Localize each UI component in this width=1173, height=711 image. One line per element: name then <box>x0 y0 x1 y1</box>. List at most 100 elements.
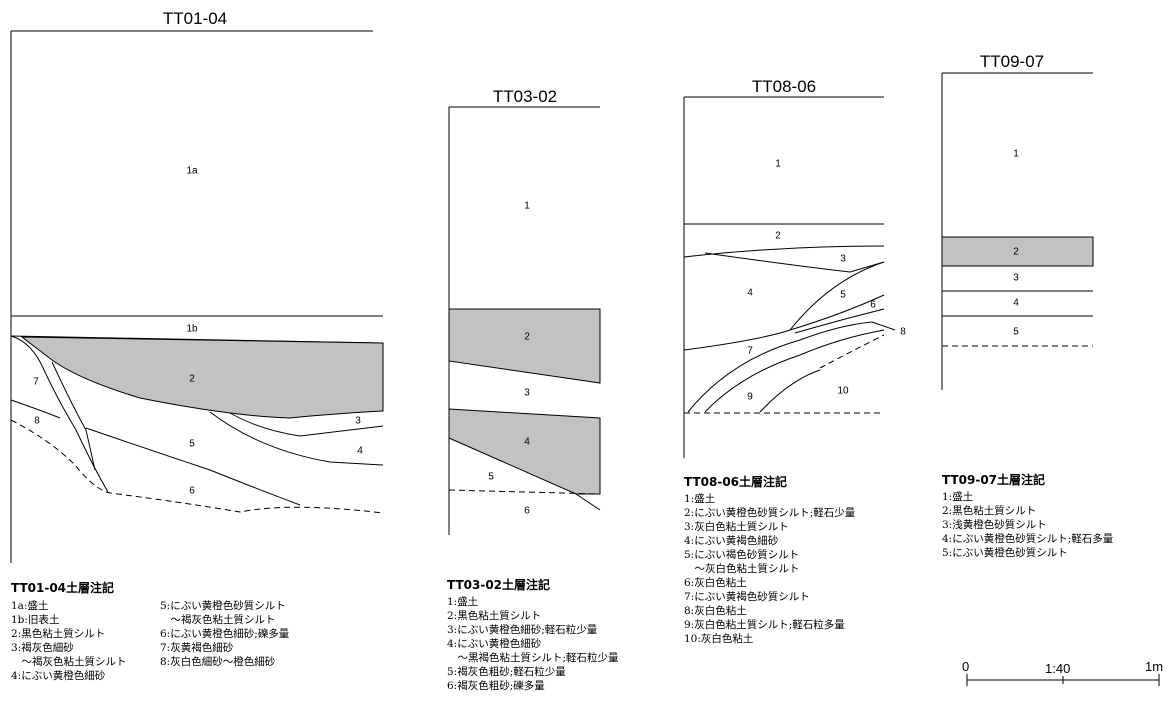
note-line: 1:盛土 <box>447 595 478 608</box>
layer-label: 2 <box>1013 247 1019 258</box>
layer-boundary <box>51 361 96 471</box>
layer-boundary <box>704 329 885 413</box>
note-line: 9:灰白色粘土質シルト;軽石粒多量 <box>684 618 845 631</box>
layer-label: 3 <box>1013 273 1019 284</box>
layer-label: 1 <box>524 201 530 212</box>
layer-boundary-dashed <box>10 419 384 514</box>
layer-label: 3 <box>355 416 361 427</box>
layer-boundary-dashed <box>819 334 885 369</box>
section-title: TT09-07 <box>980 52 1044 71</box>
note-line: 8:灰白色細砂～橙色細砂 <box>160 655 276 668</box>
note-line: 5:にぶい黄橙色砂質シルト <box>160 599 286 612</box>
layer-boundary <box>683 245 885 258</box>
note-line: 2:黒色粘土質シルト <box>11 627 105 640</box>
layer-label: 3 <box>840 254 846 265</box>
section-title: TT03-02 <box>493 87 557 106</box>
layer-label: 7 <box>33 377 39 388</box>
note-line: 4:にぶい黄橙色細砂 <box>11 669 106 682</box>
note-line: 4:にぶい黄橙色砂質シルト;軽石多量 <box>942 532 1114 545</box>
scale-start-label: 0 <box>962 659 969 674</box>
section-tt08-06: TT08-06 1 2 3 4 5 6 7 8 9 10 TT08-06土層注記… <box>683 77 906 645</box>
note-line: 1b:旧表土 <box>11 613 59 626</box>
layer-label: 5 <box>840 290 846 301</box>
layer-label: 4 <box>357 446 363 457</box>
layer-label: 4 <box>747 288 753 299</box>
layer-label: 6 <box>870 300 876 311</box>
layer-label: 1 <box>775 159 781 170</box>
note-line: 7:にぶい黄褐色砂質シルト <box>684 590 810 603</box>
note-line: 1a:盛土 <box>11 599 48 612</box>
layer-label: 6 <box>189 486 195 497</box>
note-line: 6:灰白色粘土 <box>684 576 747 589</box>
layer-label: 2 <box>775 231 781 242</box>
layer-label: 10 <box>837 386 849 397</box>
layer-label: 8 <box>900 327 906 338</box>
layer-4-shaded <box>448 408 601 495</box>
note-line: 2:にぶい黄橙色砂質シルト;軽石少量 <box>684 506 856 519</box>
notes-list: 1:盛土 2:黒色粘土質シルト 3:浅黄橙色砂質シルト 4:にぶい黄橙色砂質シル… <box>942 490 1114 559</box>
note-line: 2:黒色粘土質シルト <box>942 504 1036 517</box>
layer-boundary-dashed <box>448 489 601 495</box>
notes-column-1: 1a:盛土 1b:旧表土 2:黒色粘土質シルト 3:褐灰色細砂 ～褐灰色粘土質シ… <box>11 599 127 682</box>
section-title: TT08-06 <box>752 77 816 96</box>
layer-boundary <box>575 493 601 511</box>
note-line: 2:黒色粘土質シルト <box>447 609 541 622</box>
note-line: 3:にぶい黄橙色細砂;軽石粒少量 <box>447 623 598 636</box>
layer-label: 2 <box>524 332 530 343</box>
note-line: 4:にぶい黄褐色細砂 <box>684 534 779 547</box>
layer-boundary <box>704 252 885 273</box>
note-line: 3:浅黄橙色砂質シルト <box>942 518 1047 531</box>
scale-ratio-label: 1:40 <box>1045 661 1070 676</box>
layer-2-shaded <box>448 308 601 384</box>
layer-label: 5 <box>488 472 494 483</box>
note-line: 4:にぶい黄橙色細砂 <box>447 637 542 650</box>
note-line: 10:灰白色粘土 <box>684 632 753 645</box>
note-line: 8:灰白色粘土 <box>684 604 747 617</box>
note-line: 1:盛土 <box>942 490 973 503</box>
layer-label: 5 <box>1013 327 1019 338</box>
note-line: 3:灰白色粘土質シルト <box>684 520 789 533</box>
layer-label: 2 <box>189 374 195 385</box>
leader-line <box>871 321 896 331</box>
note-line: ～黒褐色粘土質シルト;軽石粒少量 <box>447 651 619 664</box>
layer-label: 6 <box>524 506 530 517</box>
layer-boundary <box>209 411 384 466</box>
notes-title: TT03-02土層注記 <box>447 577 550 592</box>
layer-label: 7 <box>747 346 753 357</box>
note-line: 6:にぶい黄橙色細砂;礫多量 <box>160 627 290 640</box>
layer-boundary <box>759 369 821 413</box>
layer-label: 4 <box>1013 298 1019 309</box>
notes-title: TT09-07土層注記 <box>942 472 1045 487</box>
notes-column-2: 5:にぶい黄橙色砂質シルト ～褐灰色粘土質シルト 6:にぶい黄橙色細砂;礫多量 … <box>160 599 290 668</box>
note-line: 7:灰黄褐色細砂 <box>160 641 234 654</box>
section-tt01-04: TT01-04 1a 1b 2 3 4 5 6 7 8 TT01-04土層注記 … <box>10 9 384 682</box>
section-title: TT01-04 <box>163 9 227 28</box>
layer-label: 9 <box>747 392 753 403</box>
note-line: 6:褐灰色粗砂;礫多量 <box>447 679 545 692</box>
scale-bar: 0 1:40 1m <box>962 659 1163 686</box>
notes-list: 1:盛土 2:黒色粘土質シルト 3:にぶい黄橙色細砂;軽石粒少量 4:にぶい黄橙… <box>447 595 619 692</box>
layer-label: 4 <box>524 437 530 448</box>
layer-label: 5 <box>189 439 195 450</box>
scale-end-label: 1m <box>1145 659 1163 674</box>
section-tt03-02: TT03-02 1 2 3 4 5 6 TT03-02土層注記 1:盛土 2:黒… <box>447 87 619 692</box>
note-line: ～褐灰色粘土質シルト <box>11 655 127 668</box>
layer-boundary <box>229 412 384 437</box>
layer-label: 1b <box>186 324 198 335</box>
layer-label: 1a <box>186 166 198 177</box>
layer-2-shaded <box>941 236 1094 267</box>
layer-label: 3 <box>524 388 530 399</box>
notes-list: 1:盛土 2:にぶい黄橙色砂質シルト;軽石少量 3:灰白色粘土質シルト 4:にぶ… <box>684 492 856 645</box>
note-line: 3:褐灰色細砂 <box>11 641 74 654</box>
note-line: 5:にぶい黄橙色砂質シルト <box>942 546 1068 559</box>
layer-boundary <box>687 321 873 413</box>
note-line: 5:にぶい褐色砂質シルト <box>684 548 799 561</box>
layer-label: 1 <box>1013 149 1019 160</box>
layer-boundary <box>794 308 885 334</box>
layer-boundary <box>789 294 885 331</box>
note-line: ～灰白色粘土質シルト <box>684 562 800 575</box>
note-line: 5:褐灰色粗砂;軽石粒少量 <box>447 665 566 678</box>
notes-title: TT08-06土層注記 <box>684 474 787 489</box>
notes-title: TT01-04土層注記 <box>11 580 114 595</box>
